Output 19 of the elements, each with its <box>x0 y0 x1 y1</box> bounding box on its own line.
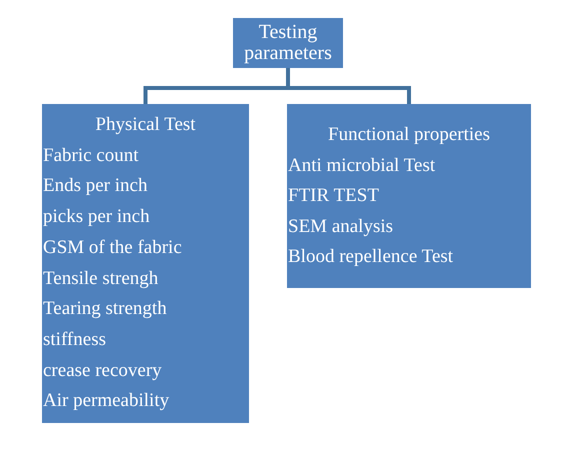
list-item: Anti microbial Test <box>288 154 436 178</box>
list-item: FTIR TEST <box>288 184 379 208</box>
list-item: crease recovery <box>43 358 162 383</box>
list-item: picks per inch <box>43 205 150 230</box>
list-item: Tensile strengh <box>43 266 158 291</box>
group-heading: Functional properties <box>328 123 490 147</box>
list-item: Blood repellence Test <box>288 245 454 269</box>
list-item: stiffness <box>43 328 106 352</box>
list-item: Ends per inch <box>43 174 148 198</box>
category-box <box>42 104 249 423</box>
list-item: GSM of the fabric <box>43 236 182 260</box>
group-heading: Physical Test <box>95 113 196 137</box>
list-item: Air permeability <box>43 389 170 414</box>
title-box <box>233 18 343 68</box>
title-label: Testing parameters <box>243 22 333 64</box>
list-item: Tearing strength <box>43 297 167 322</box>
list-item: Fabric count <box>43 144 139 168</box>
list-item: SEM analysis <box>288 214 394 238</box>
category-box <box>287 104 531 288</box>
